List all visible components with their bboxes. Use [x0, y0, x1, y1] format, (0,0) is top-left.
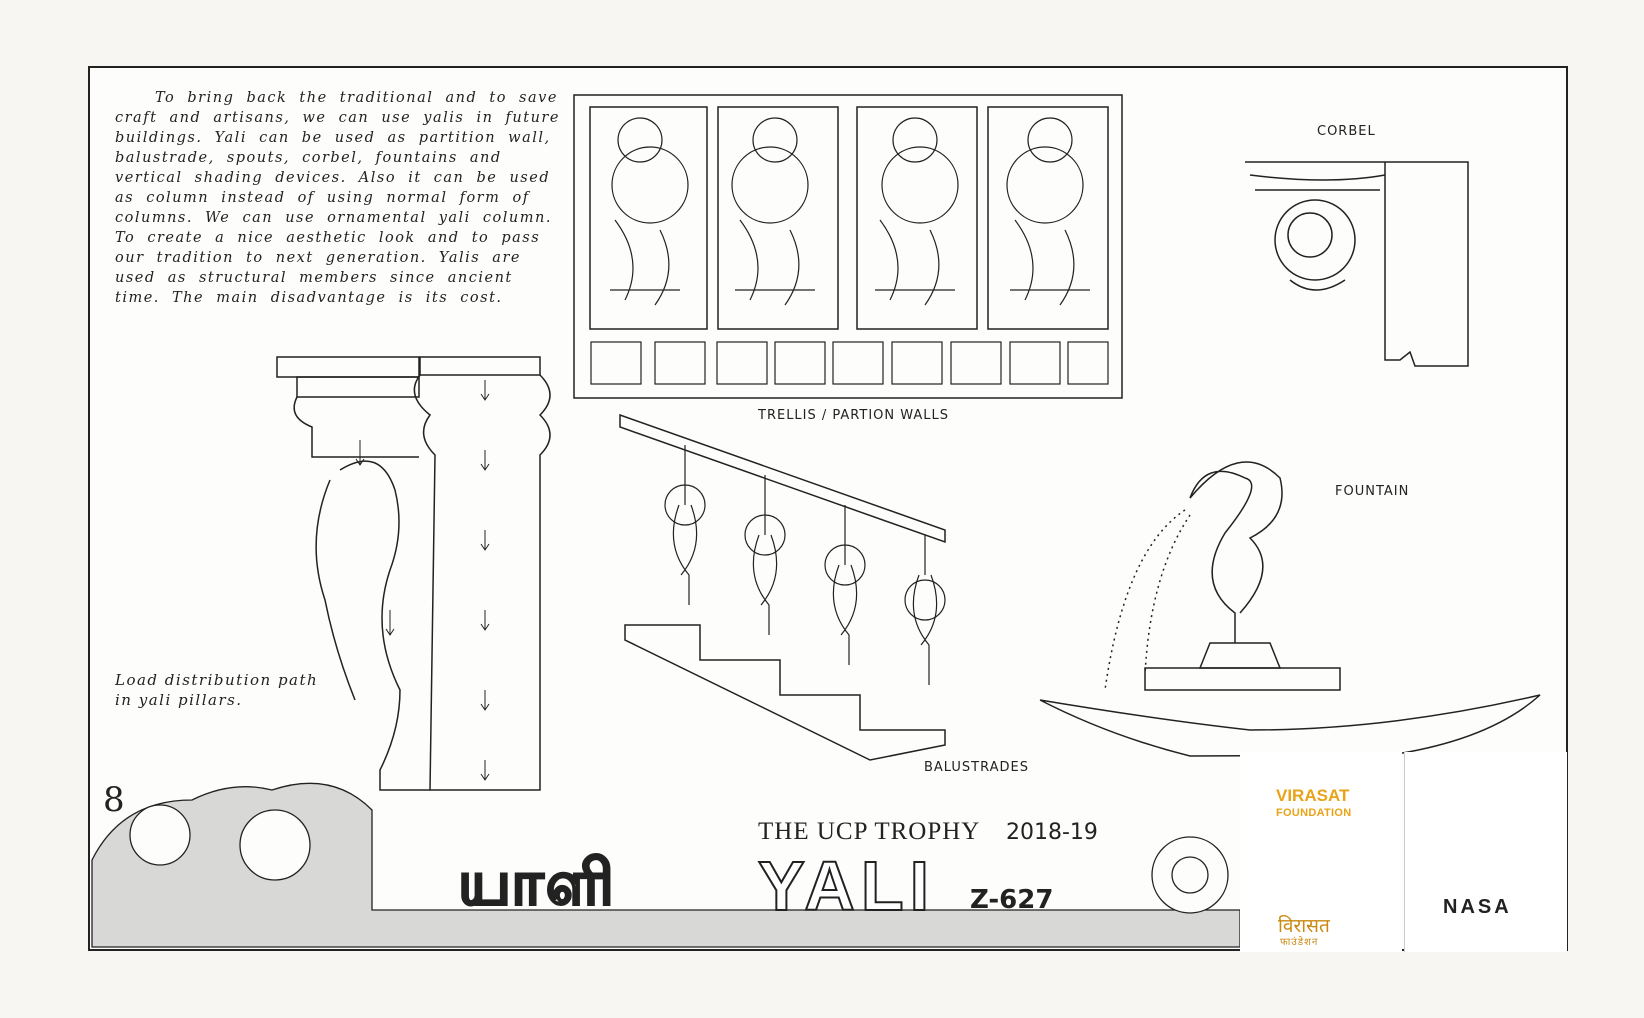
trophy-year: 2018-19 — [1006, 820, 1098, 845]
yali-pillar-drawing — [276, 356, 551, 791]
virasat-hindi-sub: फाउंडेशन — [1280, 937, 1319, 948]
virasat-name: VIRASAT — [1276, 786, 1350, 805]
load-path-label: Load distribution path in yali pillars. — [115, 671, 319, 709]
corbel-label: CORBEL — [1317, 124, 1376, 139]
trophy-title: THE UCP TROPHY — [758, 818, 981, 845]
description-text: To bring back the traditional and to sav… — [115, 90, 560, 306]
title-yali: YALI — [757, 846, 936, 926]
corbel-drawing — [1245, 161, 1469, 367]
description-paragraph: To bring back the traditional and to sav… — [115, 88, 565, 308]
nasa-logo: NASA — [1404, 752, 1567, 952]
footer-ornament — [91, 782, 1241, 948]
entry-code: Z-627 — [970, 885, 1054, 915]
trellis-label: TRELLIS / PARTION WALLS — [758, 408, 950, 423]
trellis-drawing — [573, 94, 1123, 399]
title-tamil: யாளி — [457, 845, 617, 920]
page-number: 8 — [103, 780, 125, 820]
virasat-hindi: विरासत — [1278, 915, 1330, 937]
balustrades-label: BALUSTRADES — [924, 760, 1029, 775]
fountain-drawing — [1039, 461, 1541, 757]
virasat-logo: VIRASAT FOUNDATION विरासत फाउंडेशन — [1240, 752, 1402, 952]
virasat-foundation: FOUNDATION — [1276, 807, 1352, 819]
fountain-label: FOUNTAIN — [1335, 484, 1410, 499]
balustrade-drawing — [619, 413, 946, 761]
nasa-text: NASA — [1443, 896, 1512, 918]
